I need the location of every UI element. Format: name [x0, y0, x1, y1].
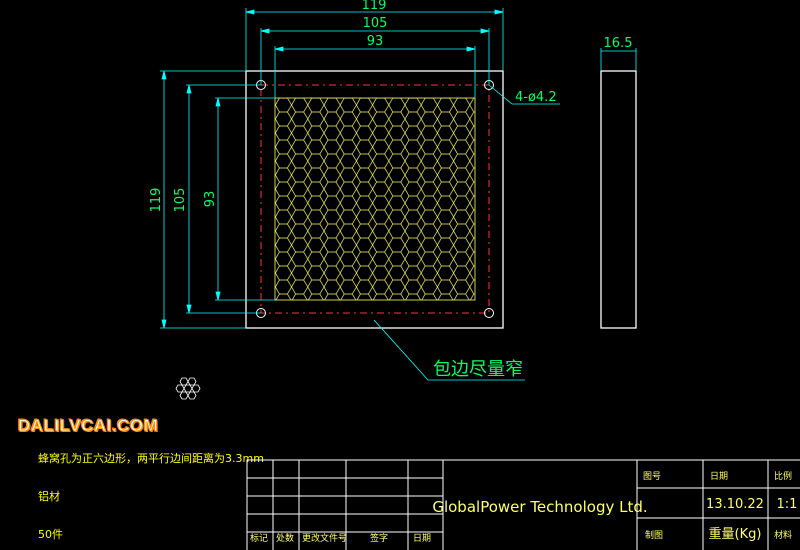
note-qty: 50件 — [38, 528, 63, 541]
hexagon-cluster-icon — [175, 377, 201, 400]
tb-drawing-no-label: 图号 — [643, 471, 661, 482]
tb-scale: 1:1 — [777, 497, 798, 512]
left-dimensions — [160, 70, 275, 329]
dim-top-105: 105 — [363, 16, 388, 31]
tb-scale-label: 比例 — [774, 470, 792, 482]
tb-company: GlobalPower Technology Ltd. — [432, 498, 647, 516]
dim-top-119: 119 — [362, 0, 387, 13]
side-view — [600, 70, 637, 329]
tb-material-label: 材料 — [774, 529, 792, 541]
tb-row-date: 日期 — [413, 533, 431, 544]
callout-leader — [373, 319, 525, 381]
hole-br — [484, 308, 494, 318]
hole-leader — [488, 84, 560, 105]
tb-row-sign: 签字 — [370, 532, 388, 544]
callout-text: 包边尽量窄 — [433, 359, 523, 380]
dim-left-93: 93 — [203, 191, 218, 208]
tb-row-mark: 标记 — [250, 532, 268, 544]
watermark: DALILVCAI.COM — [17, 416, 159, 436]
tb-row-doc: 更改文件号 — [302, 532, 347, 544]
dim-left-119: 119 — [149, 188, 164, 213]
thickness-dimension — [600, 48, 637, 71]
plate-centerline — [260, 84, 490, 314]
tb-drawn-label: 制图 — [645, 529, 663, 541]
dim-left-105: 105 — [173, 188, 188, 213]
tb-weight-label: 重量(Kg) — [709, 526, 762, 542]
tb-row-count: 处数 — [276, 532, 294, 544]
title-block — [246, 459, 800, 550]
dim-top-93: 93 — [367, 34, 384, 49]
honeycomb-mesh — [274, 97, 476, 301]
tb-date: 13.10.22 — [706, 497, 764, 512]
tb-date-label: 日期 — [710, 471, 728, 482]
hole-spec: 4-ø4.2 — [515, 90, 557, 105]
note-material: 铝材 — [38, 489, 60, 503]
dim-thickness: 16.5 — [604, 36, 633, 51]
note-mesh: 蜂窝孔为正六边形，两平行边间距离为3.3mm — [38, 451, 264, 465]
top-dimensions — [245, 8, 504, 98]
plate-outline — [245, 70, 504, 329]
